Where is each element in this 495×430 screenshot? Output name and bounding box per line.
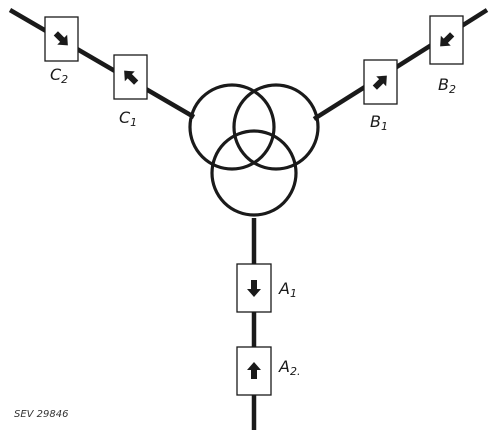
device-a1: A1	[236, 263, 297, 313]
label-a2: A2.	[278, 357, 300, 378]
branch-line-c	[8, 8, 196, 119]
arrow-down-icon	[247, 280, 261, 297]
arrow-down-left-icon	[440, 32, 455, 47]
arrow-up-right-icon	[372, 75, 387, 90]
label-a1: A1	[278, 279, 297, 300]
winding-b	[232, 83, 320, 171]
arrow-down-right-icon	[53, 31, 68, 46]
device-c2: C2	[44, 16, 79, 86]
label-c1: C1	[119, 108, 137, 129]
device-b1: B1	[363, 59, 398, 133]
label-b2: B2	[438, 75, 456, 96]
device-a2: A2.	[236, 346, 300, 396]
label-c2: C2	[50, 65, 68, 86]
label-b1: B1	[370, 112, 388, 133]
reference-number: SEV 29846	[14, 409, 69, 420]
device-b1-box	[363, 59, 398, 105]
arrow-up-left-icon	[124, 70, 139, 85]
arrow-up-icon	[247, 362, 261, 379]
winding-c	[188, 83, 276, 171]
device-c1: C1	[113, 54, 148, 129]
device-b2: B2	[429, 15, 464, 96]
three-winding-transformer-icon	[188, 83, 320, 217]
winding-a	[210, 129, 298, 217]
